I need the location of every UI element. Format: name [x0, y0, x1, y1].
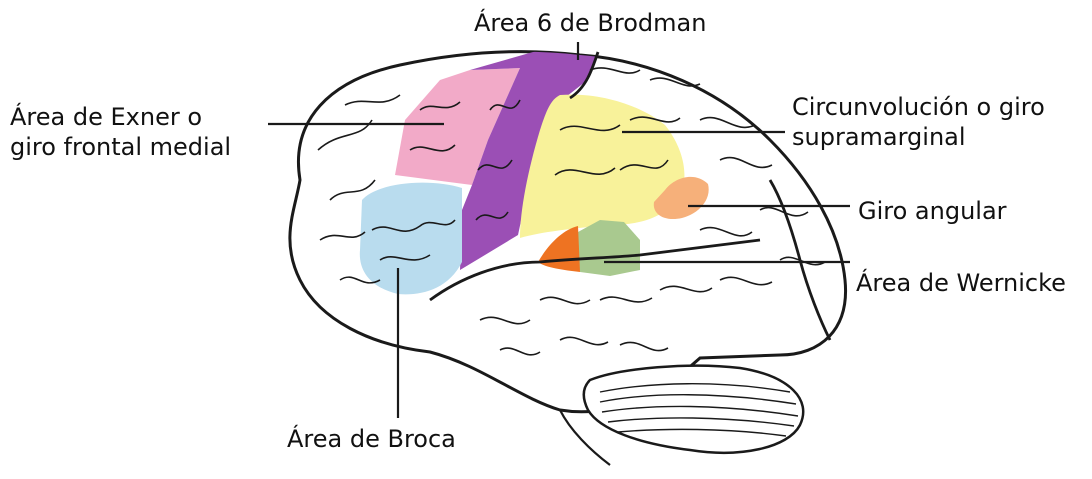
- supramarginal-label-line1: Circunvolución o giro: [792, 92, 1045, 122]
- wernicke-area-label: Área de Wernicke: [856, 268, 1066, 298]
- exner-label-line2: giro frontal medial: [10, 132, 231, 162]
- broca-area-label: Área de Broca: [287, 424, 456, 454]
- cerebellum: [560, 366, 803, 465]
- angular-gyrus-label: Giro angular: [858, 196, 1007, 226]
- supramarginal-label-line2: supramarginal: [792, 122, 1045, 152]
- supramarginal-label: Circunvolución o giro supramarginal: [792, 92, 1045, 152]
- exner-label-line1: Área de Exner o: [10, 102, 231, 132]
- broca-area-region: [360, 183, 462, 295]
- brodman-area-label: Área 6 de Brodman: [474, 8, 706, 38]
- exner-area-label: Área de Exner o giro frontal medial: [10, 102, 231, 162]
